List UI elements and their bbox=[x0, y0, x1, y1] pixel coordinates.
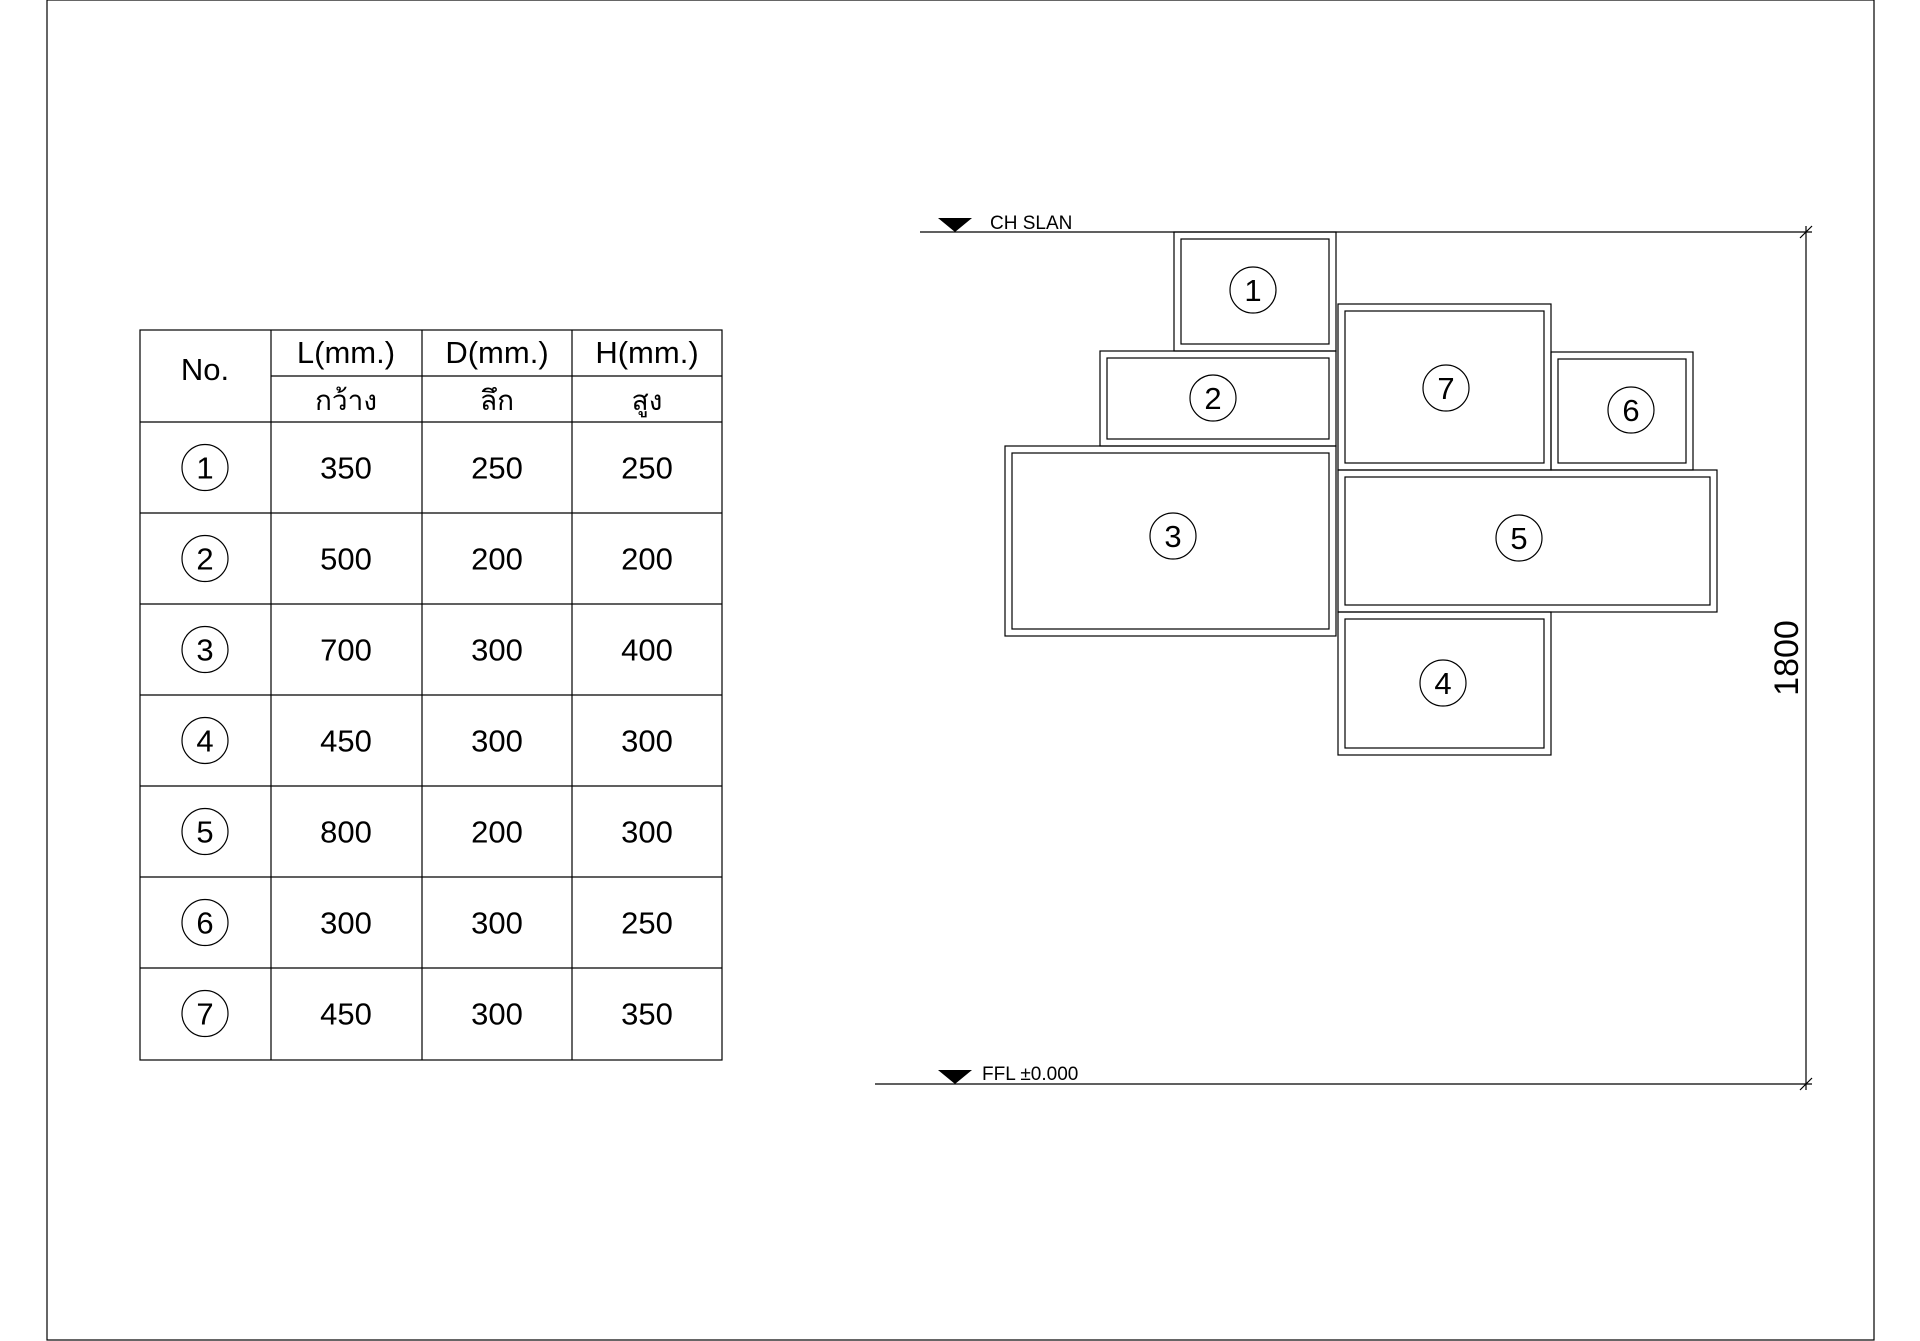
box-inner-outline bbox=[1557, 358, 1687, 464]
row-number-circle-icon bbox=[181, 625, 229, 674]
header-h: H(mm.) bbox=[595, 335, 698, 370]
cell-length: 700 bbox=[320, 633, 372, 668]
box-outline bbox=[1337, 303, 1552, 471]
row-number-circle-icon bbox=[181, 807, 229, 856]
ch-level-marker-icon bbox=[938, 218, 972, 232]
table-body: 1 350 250 250 2 500 200 200 3 700 300 400 4 450 300 300… bbox=[181, 443, 673, 1038]
shelf-box-7: 7 bbox=[1337, 303, 1552, 471]
shelf-box-1: 1 bbox=[1173, 231, 1337, 352]
cell-length: 500 bbox=[320, 542, 372, 577]
box-outline bbox=[1004, 445, 1337, 637]
box-number-circle-icon bbox=[1495, 514, 1543, 562]
cell-length: 450 bbox=[320, 997, 372, 1032]
row-number-circle-icon bbox=[181, 443, 229, 492]
cell-height: 350 bbox=[621, 997, 673, 1032]
row-number: 6 bbox=[196, 906, 213, 941]
box-number: 5 bbox=[1510, 521, 1527, 556]
row-number-circle-icon bbox=[181, 534, 229, 583]
cell-height: 400 bbox=[621, 633, 673, 668]
cell-depth: 250 bbox=[471, 451, 523, 486]
box-number-circle-icon bbox=[1607, 386, 1655, 434]
elevation-drawing: CH SLAN FFL ±0.000 1800 1 2 3 4 5 6 7 bbox=[875, 213, 1813, 1091]
box-number-circle-icon bbox=[1419, 659, 1467, 707]
box-number-circle-icon bbox=[1229, 266, 1277, 314]
header-l: L(mm.) bbox=[297, 335, 395, 370]
cell-length: 300 bbox=[320, 906, 372, 941]
row-number: 3 bbox=[196, 633, 213, 668]
cell-depth: 200 bbox=[471, 815, 523, 850]
box-number-circle-icon bbox=[1189, 374, 1237, 422]
cell-depth: 300 bbox=[471, 633, 523, 668]
row-number: 4 bbox=[196, 724, 213, 759]
box-inner-outline bbox=[1180, 238, 1330, 345]
row-number: 1 bbox=[196, 451, 213, 486]
dimension-label: 1800 bbox=[1768, 620, 1806, 696]
cell-height: 300 bbox=[621, 815, 673, 850]
row-number-circle-icon bbox=[181, 716, 229, 765]
schedule-table: No. L(mm.) D(mm.) H(mm.) กว้าง ลึก สูง 1… bbox=[139, 329, 723, 1061]
box-inner-outline bbox=[1344, 476, 1711, 606]
row-number: 7 bbox=[196, 997, 213, 1032]
ffl-level-marker-icon bbox=[938, 1070, 972, 1084]
cell-height: 250 bbox=[621, 906, 673, 941]
row-number-circle-icon bbox=[181, 989, 229, 1038]
box-inner-outline bbox=[1344, 618, 1545, 749]
box-number: 6 bbox=[1622, 393, 1639, 428]
table-row: 6 300 300 250 bbox=[181, 898, 673, 947]
box-number: 2 bbox=[1204, 381, 1221, 416]
header-d-thai: ลึก bbox=[480, 385, 514, 416]
table-row: 3 700 300 400 bbox=[181, 625, 673, 674]
table-row: 2 500 200 200 bbox=[181, 534, 673, 583]
box-number: 7 bbox=[1437, 371, 1454, 406]
sheet-border bbox=[46, 0, 1875, 1341]
shelf-box-2: 2 bbox=[1099, 350, 1337, 447]
header-h-thai: สูง bbox=[632, 385, 663, 418]
table-row: 1 350 250 250 bbox=[181, 443, 673, 492]
row-number: 5 bbox=[196, 815, 213, 850]
box-inner-outline bbox=[1011, 452, 1330, 630]
cell-depth: 300 bbox=[471, 906, 523, 941]
box-number: 4 bbox=[1434, 666, 1451, 701]
shelf-boxes: 1 2 3 4 5 6 7 bbox=[1004, 231, 1718, 756]
row-number-circle-icon bbox=[181, 898, 229, 947]
cell-depth: 300 bbox=[471, 724, 523, 759]
dimension-tick-bottom bbox=[1799, 1077, 1813, 1091]
table-row: 4 450 300 300 bbox=[181, 716, 673, 765]
cell-length: 800 bbox=[320, 815, 372, 850]
cell-length: 350 bbox=[320, 451, 372, 486]
box-number-circle-icon bbox=[1422, 364, 1470, 412]
ffl-level-label: FFL ±0.000 bbox=[982, 1064, 1078, 1085]
cell-depth: 200 bbox=[471, 542, 523, 577]
cell-depth: 300 bbox=[471, 997, 523, 1032]
shelf-box-6: 6 bbox=[1550, 351, 1694, 471]
box-number: 1 bbox=[1244, 273, 1261, 308]
cell-height: 200 bbox=[621, 542, 673, 577]
cell-length: 450 bbox=[320, 724, 372, 759]
box-number: 3 bbox=[1164, 519, 1181, 554]
dimension-tick-top bbox=[1799, 225, 1813, 239]
table-row: 7 450 300 350 bbox=[181, 989, 673, 1038]
table-row: 5 800 200 300 bbox=[181, 807, 673, 856]
header-l-thai: กว้าง bbox=[315, 385, 377, 416]
shelf-box-3: 3 bbox=[1004, 445, 1337, 637]
box-inner-outline bbox=[1344, 310, 1545, 464]
row-number: 2 bbox=[196, 542, 213, 577]
box-inner-outline bbox=[1106, 357, 1330, 440]
box-number-circle-icon bbox=[1149, 512, 1197, 560]
cell-height: 250 bbox=[621, 451, 673, 486]
header-no: No. bbox=[181, 352, 229, 387]
cell-height: 300 bbox=[621, 724, 673, 759]
header-d: D(mm.) bbox=[445, 335, 548, 370]
ch-level-label: CH SLAN bbox=[990, 213, 1072, 234]
shelf-box-5: 5 bbox=[1337, 469, 1718, 613]
shelf-box-4: 4 bbox=[1337, 611, 1552, 756]
